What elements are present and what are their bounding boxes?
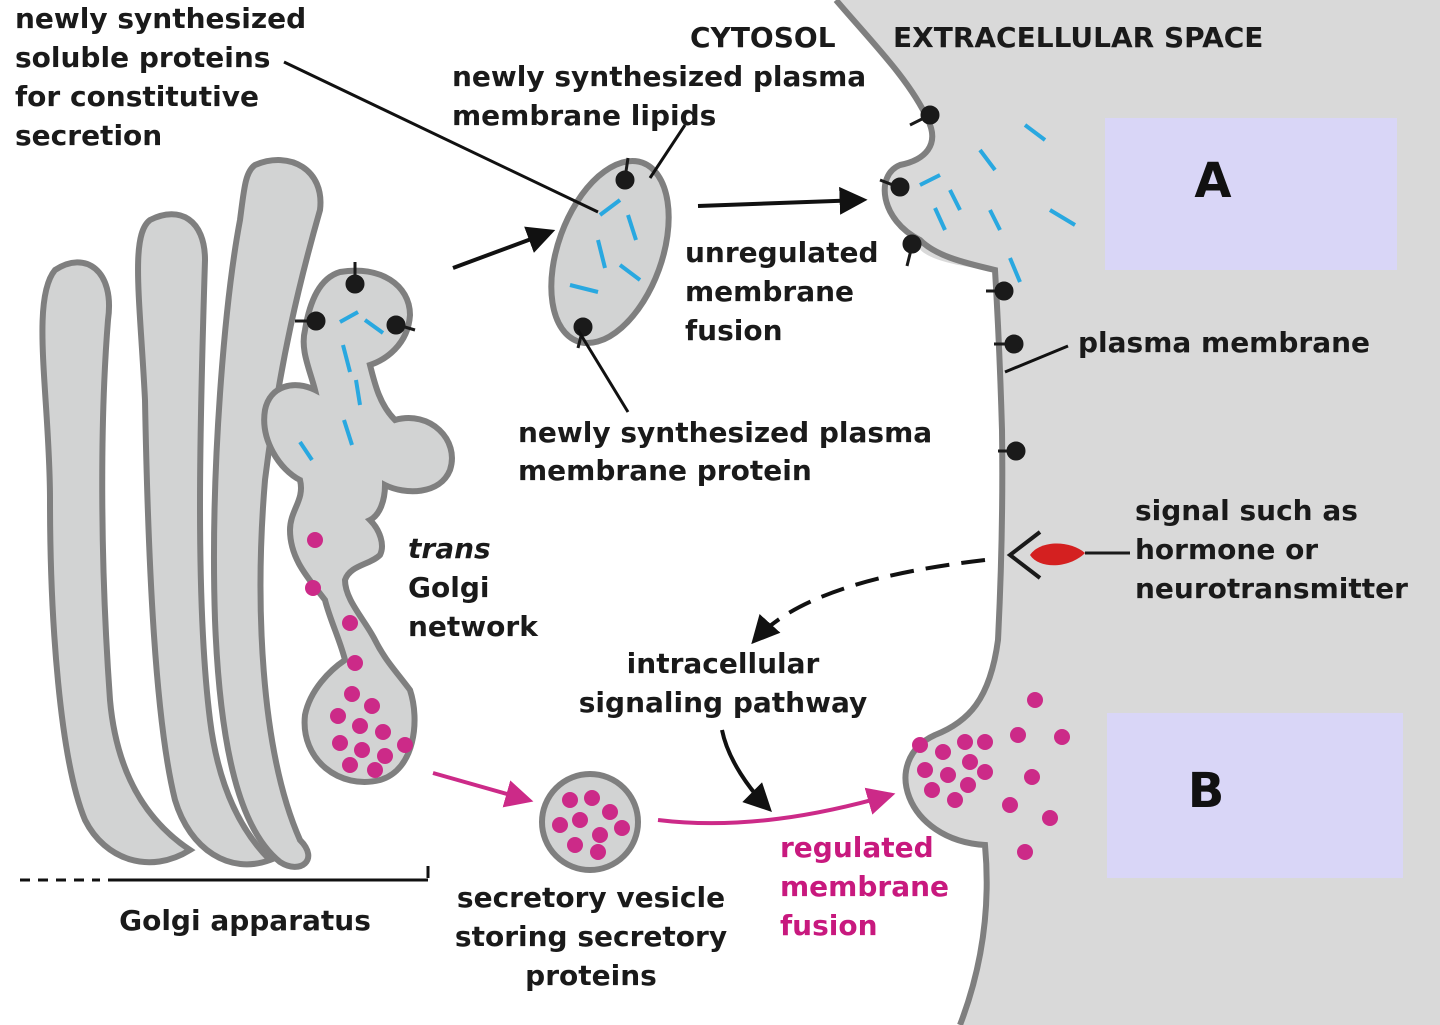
plasma-membrane [833, 0, 1006, 1025]
svg-text:signaling pathway: signaling pathway [579, 686, 867, 719]
svg-text:secretory vesicle: secretory vesicle [457, 881, 725, 914]
intracellular-pathway-label: intracellular signaling pathway [579, 647, 867, 719]
svg-text:storing secretory: storing secretory [455, 920, 727, 953]
svg-text:intracellular: intracellular [627, 647, 820, 680]
label-box-a [1105, 118, 1397, 270]
label-a: A [1194, 153, 1231, 209]
golgi-cisterna-2 [135, 211, 276, 868]
golgi-cisterna-3 [211, 157, 324, 870]
membrane-proteins [295, 105, 1026, 461]
plasma-membrane-label: plasma membrane [1078, 326, 1370, 359]
pointer-lines [20, 60, 1069, 882]
svg-text:fusion: fusion [780, 909, 878, 942]
svg-text:signal such as: signal such as [1135, 494, 1358, 527]
golgi-apparatus-label: Golgi apparatus [119, 904, 371, 937]
signal-label: signal such as hormone or neurotransmitt… [1135, 494, 1408, 605]
trans-golgi-label: trans Golgi network [408, 532, 539, 643]
svg-text:soluble proteins: soluble proteins [15, 41, 270, 74]
secretory-proteins [305, 532, 1070, 860]
regulated-arrows [432, 771, 896, 826]
svg-text:neurotransmitter: neurotransmitter [1135, 572, 1408, 605]
svg-text:newly synthesized plasma: newly synthesized plasma [518, 416, 932, 449]
svg-text:hormone or: hormone or [1135, 533, 1318, 566]
cytosol-label: CYTOSOL [690, 21, 836, 54]
svg-text:network: network [408, 610, 539, 643]
soluble-proteins-label: newly synthesized soluble proteins for c… [15, 2, 306, 152]
constitutive-vesicle [548, 157, 672, 347]
extracellular-label: EXTRACELLULAR SPACE [893, 21, 1263, 54]
pm-protein-label: newly synthesized plasma membrane protei… [518, 416, 932, 487]
svg-text:trans: trans [408, 532, 491, 565]
svg-text:newly synthesized: newly synthesized [15, 2, 306, 35]
svg-text:membrane lipids: membrane lipids [452, 99, 716, 132]
svg-text:for constitutive: for constitutive [15, 80, 259, 113]
svg-text:regulated: regulated [780, 831, 934, 864]
soluble-proteins [298, 123, 1077, 462]
trans-golgi-network [261, 267, 455, 785]
golgi-cisterna-1 [39, 259, 196, 866]
pm-lipids-label: newly synthesized plasma membrane lipids [452, 60, 866, 132]
svg-text:unregulated: unregulated [685, 236, 879, 269]
svg-text:fusion: fusion [685, 314, 783, 347]
arrows [452, 186, 986, 812]
svg-text:newly synthesized plasma: newly synthesized plasma [452, 60, 866, 93]
svg-text:membrane protein: membrane protein [518, 454, 812, 487]
svg-text:membrane: membrane [685, 275, 854, 308]
unregulated-fusion-label: unregulated membrane fusion [685, 236, 879, 347]
signal-molecule [1030, 543, 1085, 566]
svg-text:secretion: secretion [15, 119, 162, 152]
svg-text:Golgi: Golgi [408, 571, 489, 604]
secretory-vesicle-label: secretory vesicle storing secretory prot… [455, 881, 727, 992]
golgi-apparatus [39, 157, 455, 870]
svg-text:proteins: proteins [525, 959, 657, 992]
label-b: B [1188, 763, 1225, 819]
regulated-fusion-label: regulated membrane fusion [780, 831, 949, 942]
svg-text:membrane: membrane [780, 870, 949, 903]
receptor [1006, 530, 1042, 580]
label-box-b [1107, 713, 1403, 878]
